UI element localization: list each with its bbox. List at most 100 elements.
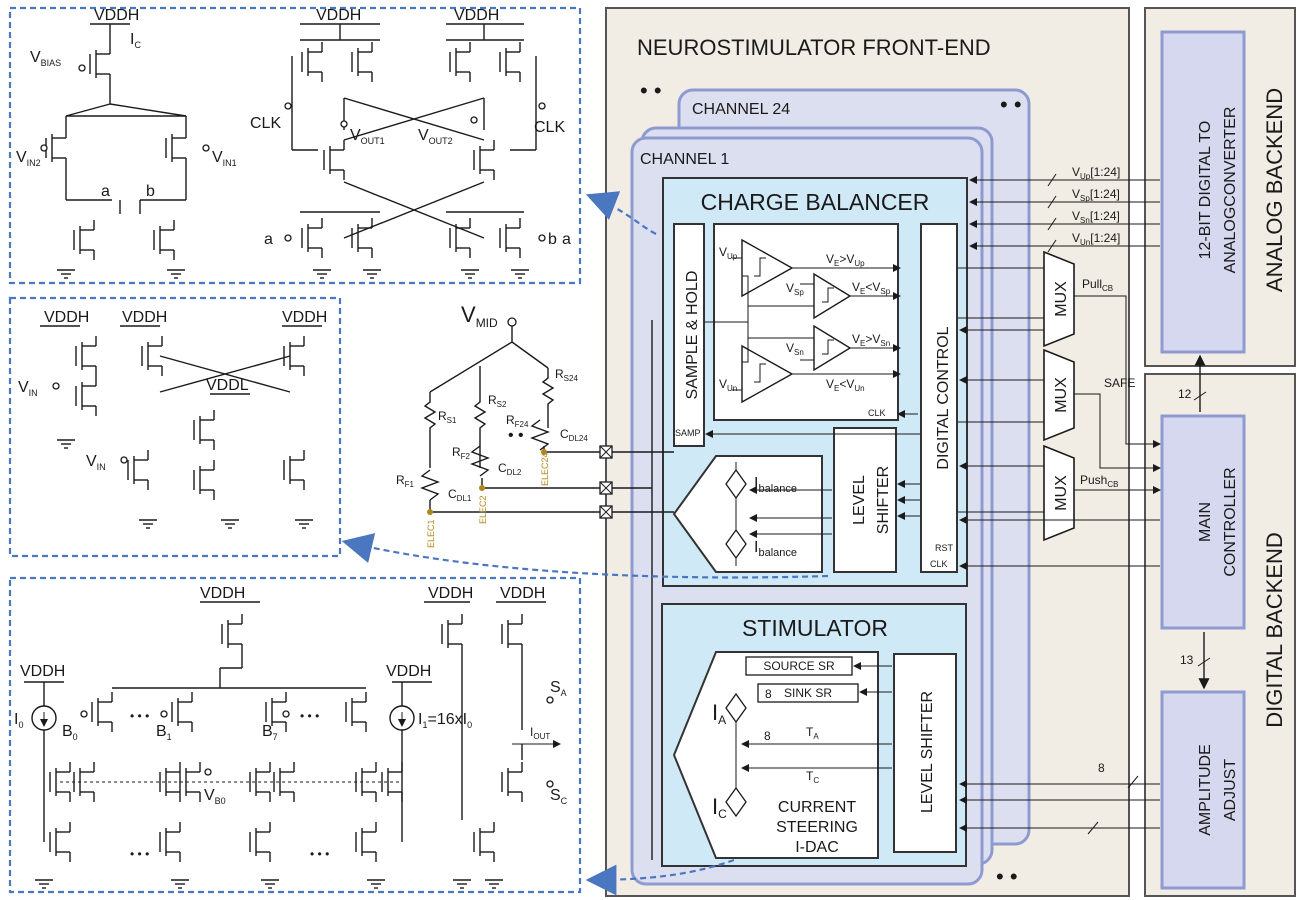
ref-bus-sp: VSp[1:24]: [1072, 187, 1120, 203]
bot-dots-2: • • •: [300, 709, 319, 723]
schematic-idac: [24, 602, 560, 888]
rs1-label: RS1: [438, 409, 457, 425]
frontend-title: NEUROSTIMULATOR FRONT-END: [637, 35, 991, 60]
top-vin2: VIN2: [16, 149, 41, 168]
rs24-label: RS24: [555, 367, 578, 383]
bus-8-label: 8: [1098, 761, 1105, 775]
schematic-idac-box: [10, 578, 580, 892]
channel-1-label: CHANNEL 1: [640, 151, 729, 168]
top-vbias: VBIAS: [30, 49, 61, 68]
bits-label-2: 8: [764, 729, 771, 743]
bot-b0: B0: [62, 723, 78, 742]
bus-13-label: 13: [1180, 653, 1194, 667]
channel-dots-bottom: • •: [996, 864, 1018, 889]
channel-24-label: CHANNEL 24: [692, 101, 790, 118]
amplitude-label-2: ADJUST: [1222, 759, 1239, 821]
mid-vddh-3: VDDH: [282, 309, 327, 326]
bot-sc: SC: [550, 787, 568, 806]
mid-vddl: VDDL: [206, 377, 249, 394]
analog-backend-title: ANALOG BACKEND: [1262, 88, 1287, 292]
mid-vddh-2: VDDH: [122, 309, 167, 326]
channel-dots-top: • •: [640, 78, 662, 103]
safe-label: SAFE: [1104, 376, 1135, 390]
bot-b1: B1: [156, 723, 172, 742]
top-node-b: b: [146, 183, 155, 200]
mux-2: MUX: [1044, 350, 1074, 440]
sample-hold-label: SAMPLE & HOLD: [684, 271, 701, 400]
top-vout2: VOUT2: [418, 127, 453, 146]
samp-label: SAMP: [675, 428, 701, 438]
bot-vddh-2: VDDH: [428, 585, 473, 602]
rst-label: RST: [935, 543, 954, 553]
rf1-label: RF1: [396, 473, 415, 489]
top-node-a: a: [101, 183, 110, 200]
digital-backend-title: DIGITAL BACKEND: [1262, 532, 1287, 728]
bot-vddh-1: VDDH: [200, 585, 245, 602]
elec1-label: ELEC1: [426, 519, 436, 548]
bot-dots-1: • • •: [130, 709, 149, 723]
mux-3: MUX: [1044, 446, 1074, 540]
svg-text:MUX: MUX: [1053, 475, 1070, 511]
vmid-terminal: [508, 318, 516, 326]
ref-bus-up: VUp[1:24]: [1072, 165, 1120, 181]
vmid-label: VMID: [461, 302, 498, 330]
bot-iout: IOUT: [530, 725, 550, 741]
source-sr-label: SOURCE SR: [763, 659, 835, 673]
charge-balancer-title: CHARGE BALANCER: [701, 189, 930, 215]
digital-control-label: DIGITAL CONTROL: [935, 326, 952, 469]
top-clk-right: CLK: [534, 119, 565, 136]
elec24-label: ELEC24: [540, 452, 550, 486]
top-vin1: VIN1: [212, 149, 237, 168]
top-vddh-1: VDDH: [94, 7, 139, 24]
bot-i0: I0: [14, 711, 23, 730]
ref-bus-sn: VSn[1:24]: [1072, 209, 1120, 225]
rf2-label: RF2: [452, 445, 471, 461]
dac-label-1: 12-BIT DIGITAL TO: [1197, 121, 1214, 260]
elec2-label: ELEC2: [478, 495, 488, 524]
bot-vddh-4: VDDH: [20, 663, 65, 680]
dac-line-2: STEERING: [776, 819, 858, 836]
bot-b7: B7: [262, 723, 278, 742]
dac-label-2: ANALOGCONVERTER: [1222, 107, 1239, 274]
schematic-level-shifter-box: [10, 298, 340, 556]
clk-label: CLK: [930, 559, 948, 569]
bits-label-1: 8: [765, 687, 772, 701]
bot-dots-3: • • •: [130, 847, 149, 861]
mid-vin-1: VIN: [18, 379, 38, 398]
top-ic: IC: [130, 31, 141, 50]
stimulator-title: STIMULATOR: [742, 615, 888, 641]
level-shifter-line-2: SHIFTER: [875, 466, 892, 534]
mux-1: MUX: [1044, 252, 1074, 346]
top-node-a-2: a: [264, 231, 273, 248]
cmp-clk-label: CLK: [868, 408, 886, 418]
level-shifter-line-1: LEVEL: [851, 475, 868, 525]
channel-dots-right: • •: [1000, 92, 1022, 117]
bus-12-label: 12: [1178, 387, 1192, 401]
main-controller-label-1: MAIN: [1197, 502, 1214, 542]
top-clk-left: CLK: [250, 115, 281, 132]
bot-vddh-3: VDDH: [500, 585, 545, 602]
mid-vin-2: VIN: [86, 453, 106, 472]
sink-sr-label: SINK SR: [784, 686, 832, 700]
cdl1-label: CDL1: [448, 487, 472, 503]
top-vddh-2: VDDH: [316, 7, 361, 24]
schematic-comparator: [41, 24, 545, 278]
dac-line-1: CURRENT: [778, 799, 856, 816]
bot-i1: I1=16xI0: [418, 711, 472, 730]
top-node-b-2: b: [548, 231, 557, 248]
ref-bus-un: VUn[1:24]: [1072, 231, 1120, 247]
bot-dots-4: • • •: [310, 847, 329, 861]
main-controller-label-2: CONTROLLER: [1222, 467, 1239, 576]
cdl2-label: CDL2: [498, 461, 522, 477]
bot-sa: SA: [550, 679, 567, 698]
amplitude-label-1: AMPLITUDE: [1197, 744, 1214, 836]
top-node-a-3: a: [562, 231, 571, 248]
cdl24-label: CDL24: [560, 427, 588, 443]
bot-vb0: VB0: [204, 787, 226, 806]
electrode-dots: • •: [508, 427, 524, 444]
svg-text:MUX: MUX: [1053, 377, 1070, 413]
schematic-level-shifter: [40, 326, 322, 528]
stim-level-shifter-label: LEVEL SHIFTER: [919, 691, 936, 813]
mid-vddh-1: VDDH: [44, 309, 89, 326]
